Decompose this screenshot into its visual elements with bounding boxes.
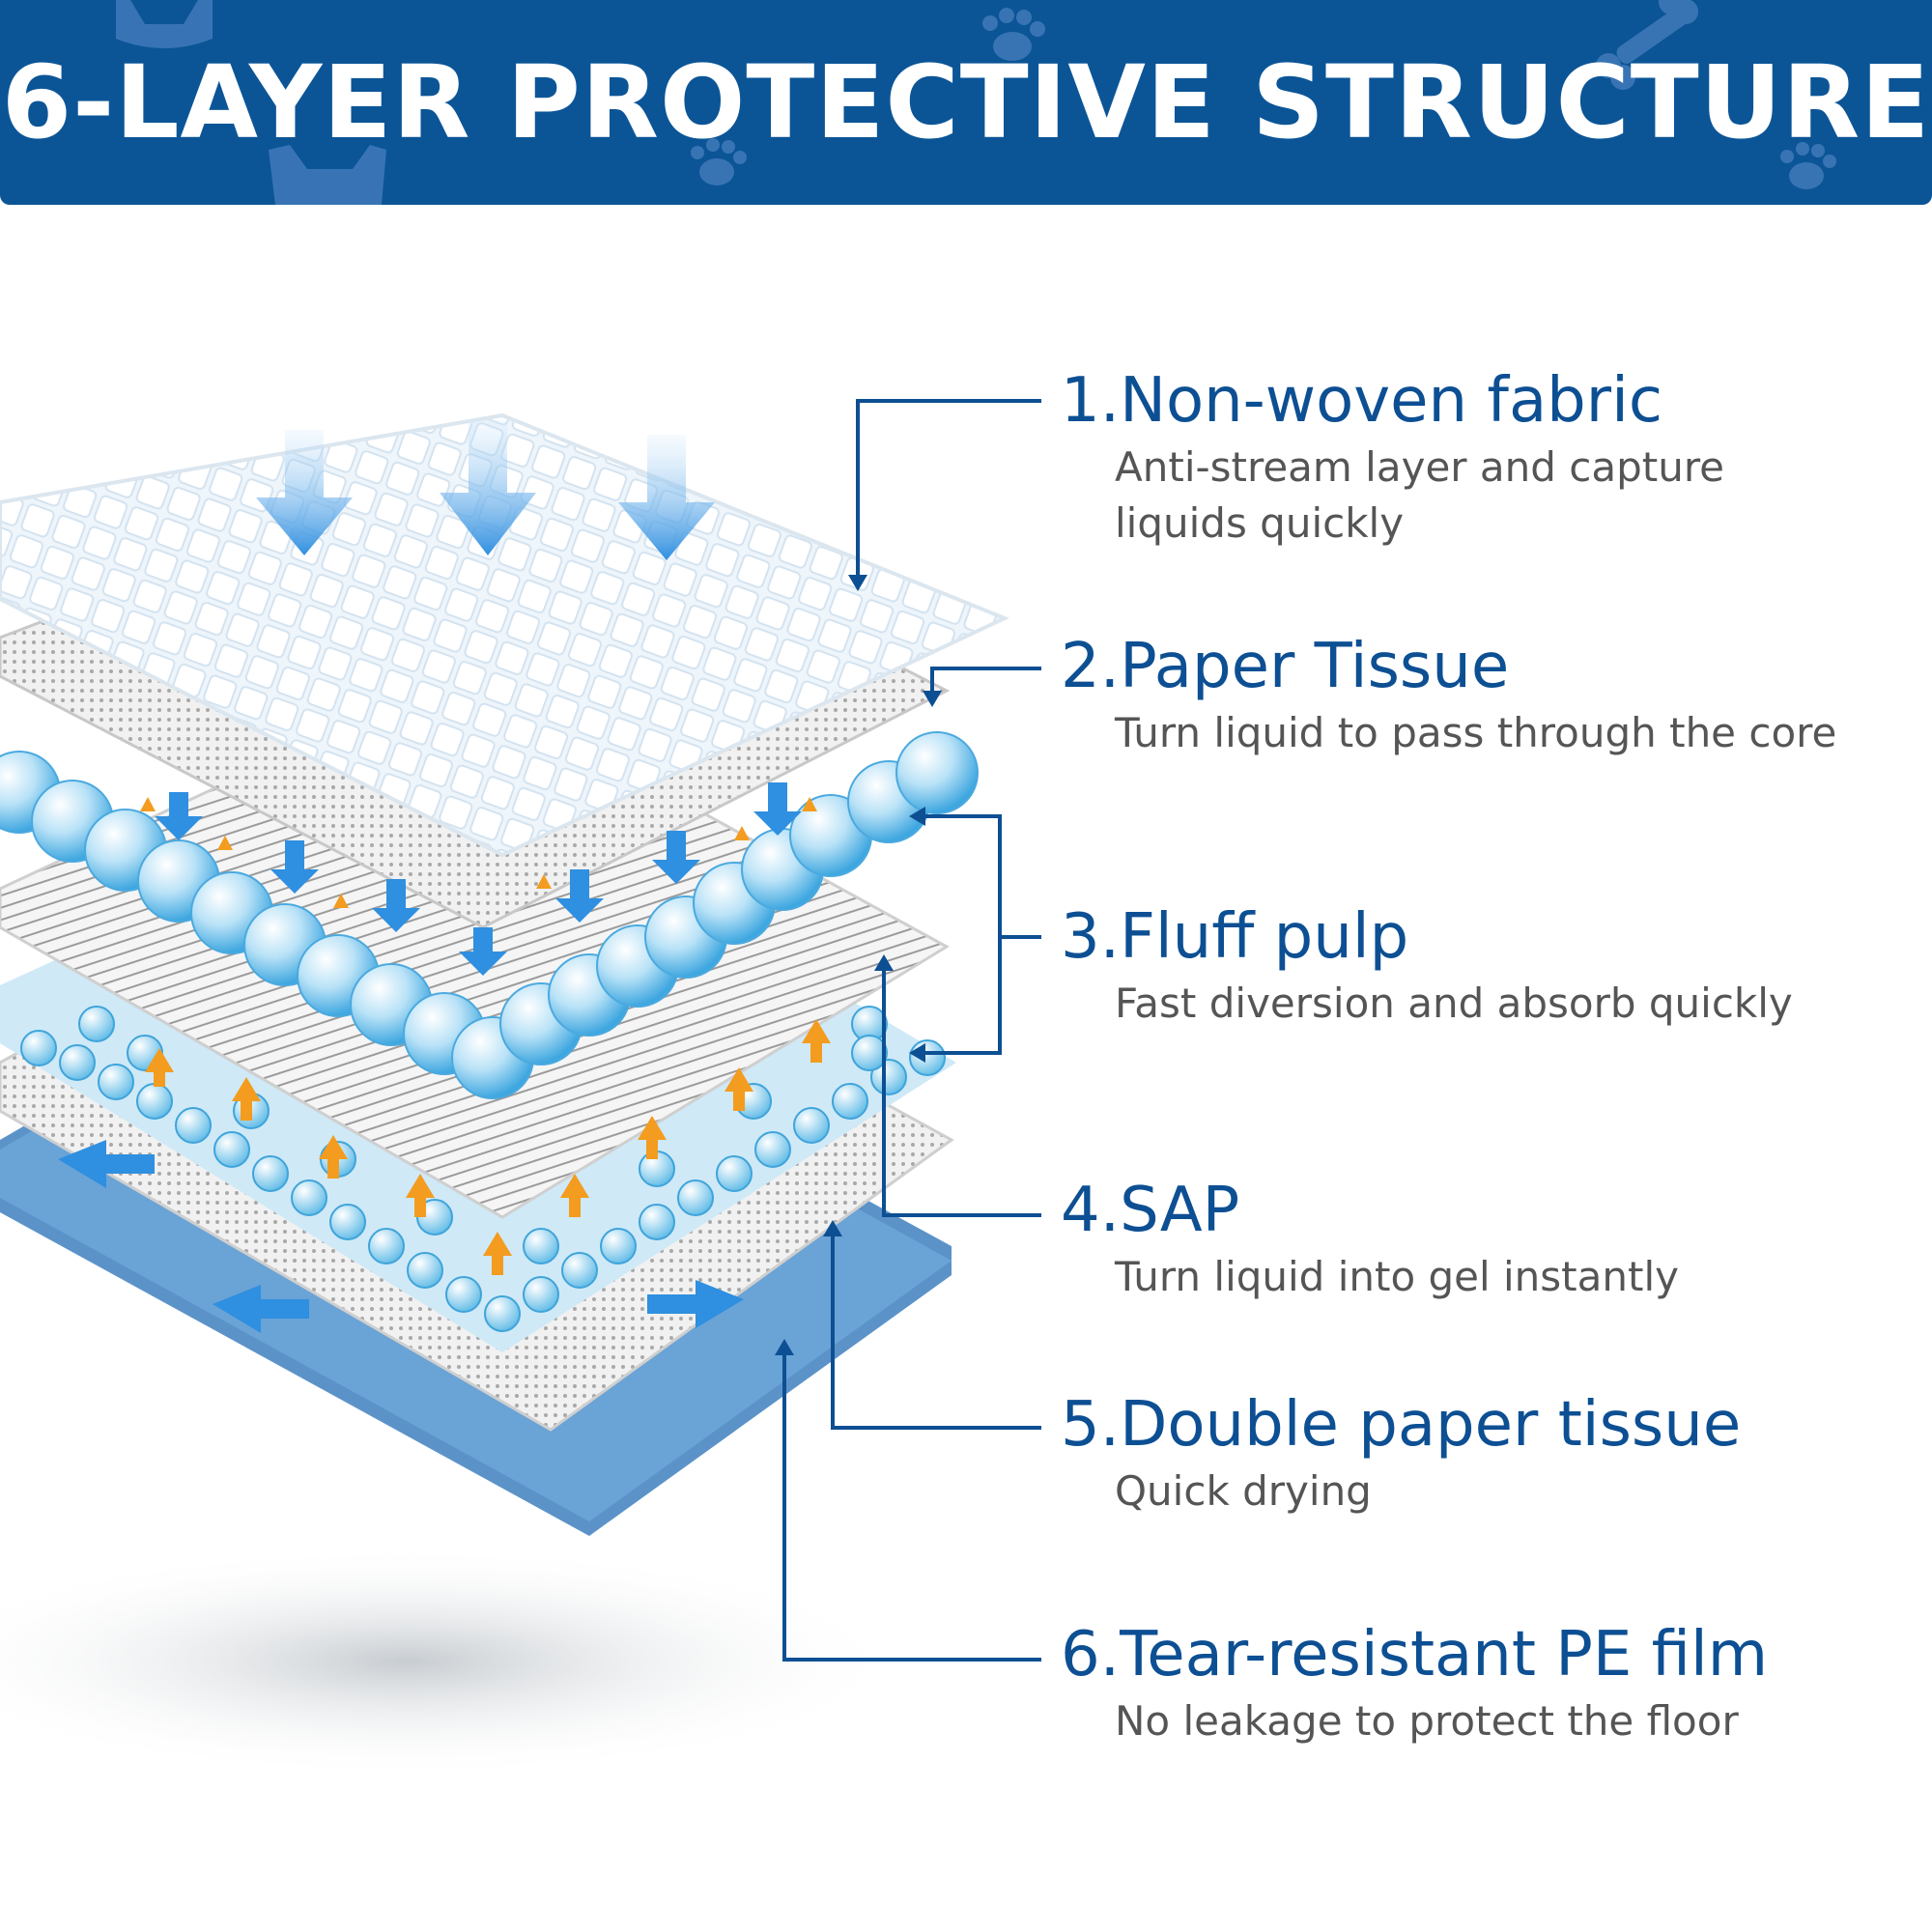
- title-banner: 6-LAYER PROTECTIVE STRUCTURE: [0, 0, 1932, 205]
- connector-lines: [782, 399, 1041, 1662]
- layer-3-description: Fast diversion and absorb quickly: [1115, 980, 1793, 1027]
- layer-3-title: 3.Fluff pulp: [1061, 901, 1409, 973]
- connector-5: [831, 1232, 1041, 1430]
- up-arrow-icon: [140, 797, 831, 1275]
- layer-3-label: 3.Fluff pulp Fast diversion and absorb q…: [1061, 898, 1911, 1032]
- connector-3: [923, 814, 1002, 1055]
- dog-face-icon: [269, 145, 386, 205]
- layer-2-description: Turn liquid to pass through the core: [1115, 709, 1837, 756]
- layer-5-description: Quick drying: [1115, 1467, 1372, 1515]
- layer-4-title: 4.SAP: [1061, 1175, 1240, 1246]
- banner-decorations: [116, 0, 1836, 205]
- layer-1-title: 1.Non-woven fabric: [1061, 365, 1663, 437]
- layer-6-title: 6.Tear-resistant PE film: [1061, 1619, 1769, 1690]
- connector-1: [856, 399, 1041, 580]
- floor-shadow: [0, 1546, 908, 1777]
- bone-icon: [1596, 0, 1698, 90]
- layer-2-title: 2.Paper Tissue: [1061, 631, 1510, 702]
- layer-5-label: 5.Double paper tissue Quick drying: [1061, 1386, 1911, 1520]
- connector-6: [782, 1350, 1041, 1662]
- paw-print-icon: [691, 138, 747, 185]
- layer-5-title: 5.Double paper tissue: [1061, 1389, 1742, 1461]
- layer-6-description: No leakage to protect the floor: [1115, 1697, 1739, 1745]
- layer-2-label: 2.Paper Tissue Turn liquid to pass throu…: [1061, 628, 1911, 761]
- layer-4-label: 4.SAP Turn liquid into gel instantly: [1061, 1172, 1911, 1305]
- fluff-pulp-layer: [0, 731, 979, 1099]
- connector-4: [882, 966, 1041, 1217]
- flow-arrows: [58, 782, 802, 1333]
- cat-face-icon: [116, 0, 213, 48]
- paw-print-icon: [1780, 142, 1836, 189]
- non-woven-fabric-layer: [0, 412, 1009, 858]
- paw-print-icon: [982, 8, 1045, 61]
- layer-4-description: Turn liquid into gel instantly: [1115, 1253, 1680, 1300]
- connector-arrowheads: [775, 575, 942, 1355]
- layer-1-label: 1.Non-woven fabric Anti-stream layer and…: [1061, 362, 1911, 552]
- layer-illustration: [0, 399, 1041, 1777]
- connector-2: [930, 667, 1041, 696]
- page-title: 6-LAYER PROTECTIVE STRUCTURE: [1, 43, 1931, 161]
- down-arrow-icon: [256, 420, 715, 560]
- layer-1-description: Anti-stream layer and capture liquids qu…: [1115, 443, 1725, 547]
- layer-6-label: 6.Tear-resistant PE film No leakage to p…: [1061, 1616, 1911, 1749]
